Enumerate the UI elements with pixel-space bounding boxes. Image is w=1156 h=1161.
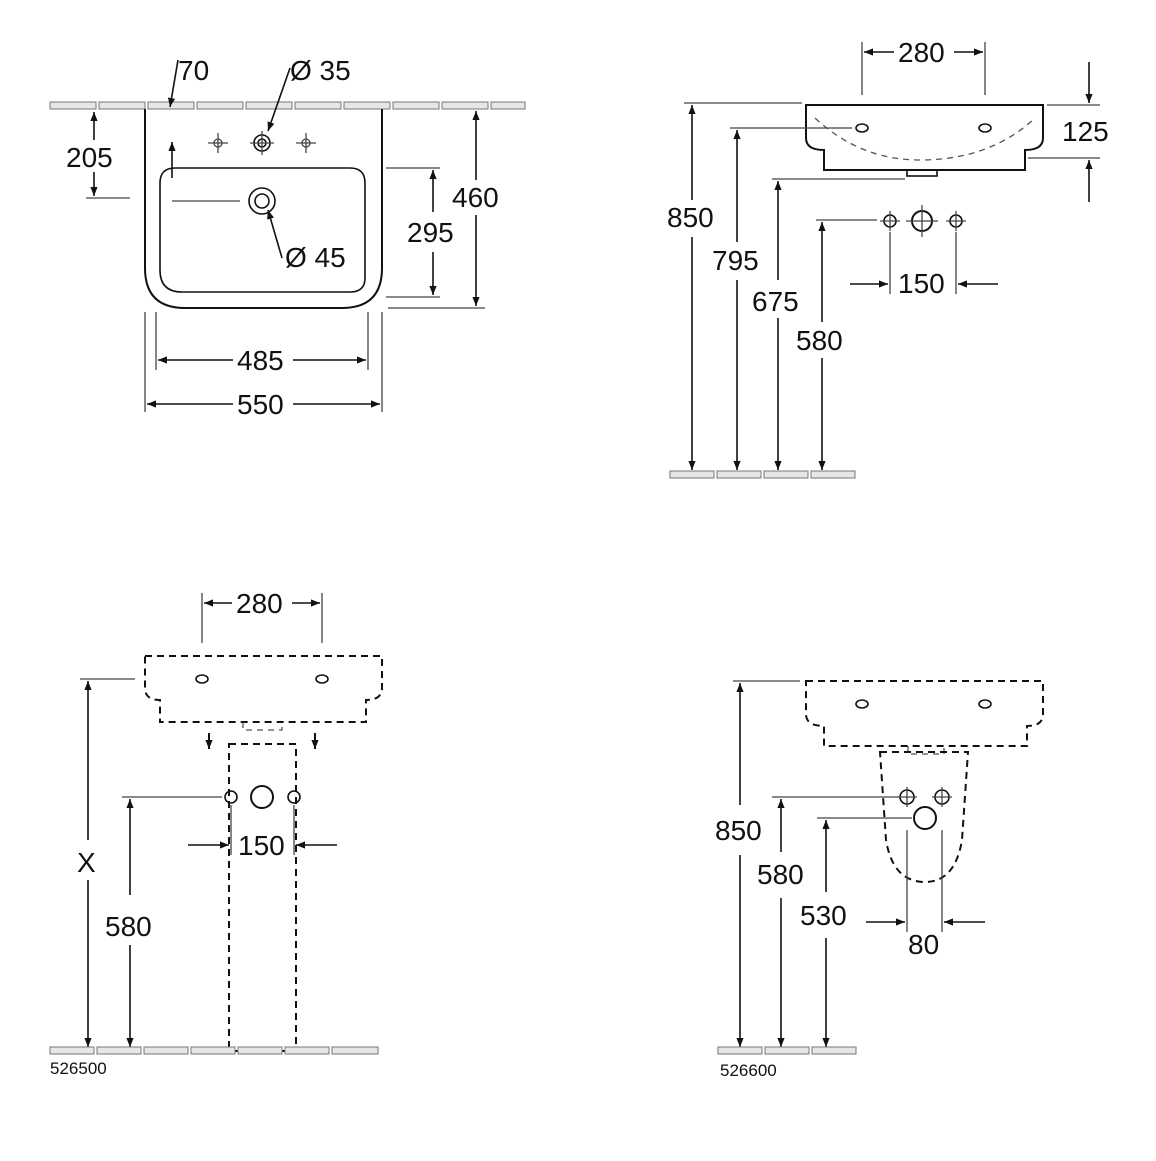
inner-height-label: 795 — [712, 245, 759, 276]
basin-bowl — [159, 167, 366, 293]
pedestal-view: 280 X 580 150 — [49, 588, 383, 1078]
pedestal-supply-fittings — [224, 785, 301, 809]
pedestal-basin-outline — [144, 655, 383, 723]
waste-outlet — [172, 187, 276, 215]
semi-floor-strip — [717, 1046, 857, 1055]
tap-depth-label: 205 — [66, 142, 113, 173]
supply-height-label: 580 — [796, 325, 843, 356]
semi-pedestal-shroud — [878, 751, 970, 884]
floor-strip — [669, 470, 856, 479]
inner-width-label: 485 — [237, 345, 284, 376]
bracket-spacing-label: 280 — [898, 37, 945, 68]
pedestal-floor-strip — [49, 1046, 379, 1055]
supply-spacing-label: 150 — [898, 268, 945, 299]
tap-offset-label: 70 — [178, 55, 209, 86]
tap-hole-diameter-label: Ø 35 — [290, 55, 351, 86]
semi-rim-height-label: 850 — [715, 815, 762, 846]
waste-hole-diameter-label: Ø 45 — [285, 242, 346, 273]
pedestal-bracket-spacing-label: 280 — [236, 588, 283, 619]
supply-fittings — [880, 205, 966, 237]
rim-height-label: 850 — [667, 202, 714, 233]
wall-side-view: 280 125 850 795 675 580 — [667, 37, 1109, 479]
semi-pedestal-article-code: 526600 — [720, 1061, 777, 1080]
pedestal-supply-spacing-label: 150 — [238, 830, 285, 861]
waste-height-label: 675 — [752, 286, 799, 317]
wall-strip — [49, 101, 526, 110]
semi-pedestal-fittings — [897, 787, 952, 830]
pedestal-article-code: 526500 — [50, 1059, 107, 1078]
semi-waste-height-label: 530 — [800, 900, 847, 931]
pedestal-supply-height-label: 580 — [105, 911, 152, 942]
height-variable-label: X — [77, 847, 96, 878]
plan-view: Ø 35 Ø 45 70 205 295 460 485 550 — [49, 55, 526, 420]
basin-height-label: 125 — [1062, 116, 1109, 147]
semi-pedestal-basin-outline — [805, 680, 1044, 747]
semi-supply-height-label: 580 — [757, 859, 804, 890]
semi-spacing-label: 80 — [908, 929, 939, 960]
outer-width-label: 550 — [237, 389, 284, 420]
basin-front-outline — [805, 104, 1044, 171]
basin-depth-label: 295 — [407, 217, 454, 248]
pedestal-column — [228, 743, 297, 1052]
basin-outline — [144, 109, 383, 309]
semi-pedestal-view: 850 580 530 80 526600 — [715, 680, 1044, 1080]
total-depth-label: 460 — [452, 182, 499, 213]
tap-hole-marks — [208, 131, 316, 155]
